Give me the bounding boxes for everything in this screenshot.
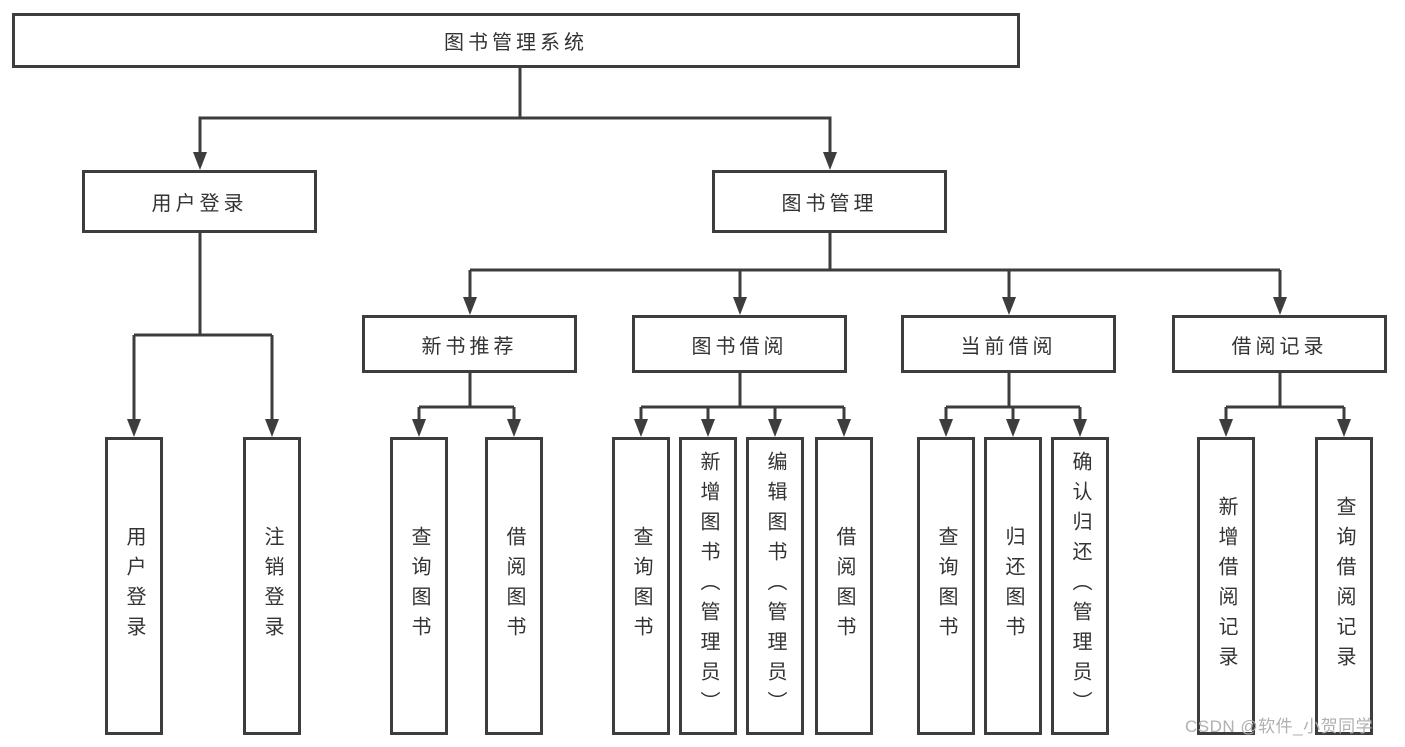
connector-newbookrec-to-leaves (412, 373, 521, 437)
leaf-add-books-admin: 新增图书（管理员） (679, 437, 737, 735)
connector-bookmgmt-to-level3 (463, 233, 1287, 315)
node-borrowing-records-label: 借阅记录 (1231, 335, 1328, 358)
node-root: 图书管理系统 (12, 13, 1020, 68)
node-new-book-recommendation: 新书推荐 (362, 315, 577, 373)
leaf-add-borrow-record-label: 新增借阅记录 (1215, 496, 1237, 676)
leaf-current-query-books: 查询图书 (917, 437, 975, 735)
leaf-borrow-query-books: 查询图书 (612, 437, 670, 735)
csdn-watermark: CSDN @软件_小贺同学 (1185, 717, 1374, 736)
node-borrowing-records: 借阅记录 (1172, 315, 1387, 373)
leaf-current-query-books-label: 查询图书 (935, 526, 957, 646)
leaf-edit-books-admin: 编辑图书（管理员） (746, 437, 804, 735)
leaf-add-books-admin-label: 新增图书（管理员） (697, 451, 719, 721)
leaf-recommend-borrow-books-label: 借阅图书 (503, 526, 525, 646)
node-user-login-label: 用户登录 (151, 193, 248, 215)
leaf-confirm-return-admin: 确认归还（管理员） (1051, 437, 1109, 735)
connector-userlogin-to-leaves (127, 233, 279, 437)
leaf-borrow-books: 借阅图书 (815, 437, 873, 735)
leaf-return-books: 归还图书 (984, 437, 1042, 735)
leaf-add-borrow-record: 新增借阅记录 (1197, 437, 1255, 735)
node-book-management: 图书管理 (712, 170, 947, 233)
node-book-management-label: 图书管理 (781, 193, 878, 215)
node-book-borrowing-label: 图书借阅 (691, 335, 788, 358)
leaf-user-login: 用户登录 (105, 437, 163, 735)
leaf-recommend-query-books: 查询图书 (390, 437, 448, 735)
leaf-user-login-label: 用户登录 (123, 526, 145, 646)
leaf-recommend-borrow-books: 借阅图书 (485, 437, 543, 735)
connector-borrowrecords-to-leaves (1219, 373, 1351, 437)
leaf-recommend-query-books-label: 查询图书 (408, 526, 430, 646)
leaf-borrow-books-label: 借阅图书 (833, 526, 855, 646)
leaf-logout: 注销登录 (243, 437, 301, 735)
node-current-borrowing: 当前借阅 (901, 315, 1116, 373)
node-root-label: 图书管理系统 (444, 32, 588, 54)
leaf-borrow-query-books-label: 查询图书 (630, 526, 652, 646)
leaf-edit-books-admin-label: 编辑图书（管理员） (764, 451, 786, 721)
connector-bookborrow-to-leaves (634, 373, 851, 437)
leaf-query-borrow-record-label: 查询借阅记录 (1333, 496, 1355, 676)
node-user-login: 用户登录 (82, 170, 317, 233)
node-new-book-recommendation-label: 新书推荐 (421, 335, 518, 358)
connector-currentborrow-to-leaves (939, 373, 1087, 437)
node-book-borrowing: 图书借阅 (632, 315, 847, 373)
leaf-query-borrow-record: 查询借阅记录 (1315, 437, 1373, 735)
leaf-logout-label: 注销登录 (261, 526, 283, 646)
node-current-borrowing-label: 当前借阅 (960, 335, 1057, 358)
connector-root-to-level2 (193, 68, 837, 170)
leaf-confirm-return-admin-label: 确认归还（管理员） (1069, 451, 1091, 721)
leaf-return-books-label: 归还图书 (1002, 526, 1024, 646)
